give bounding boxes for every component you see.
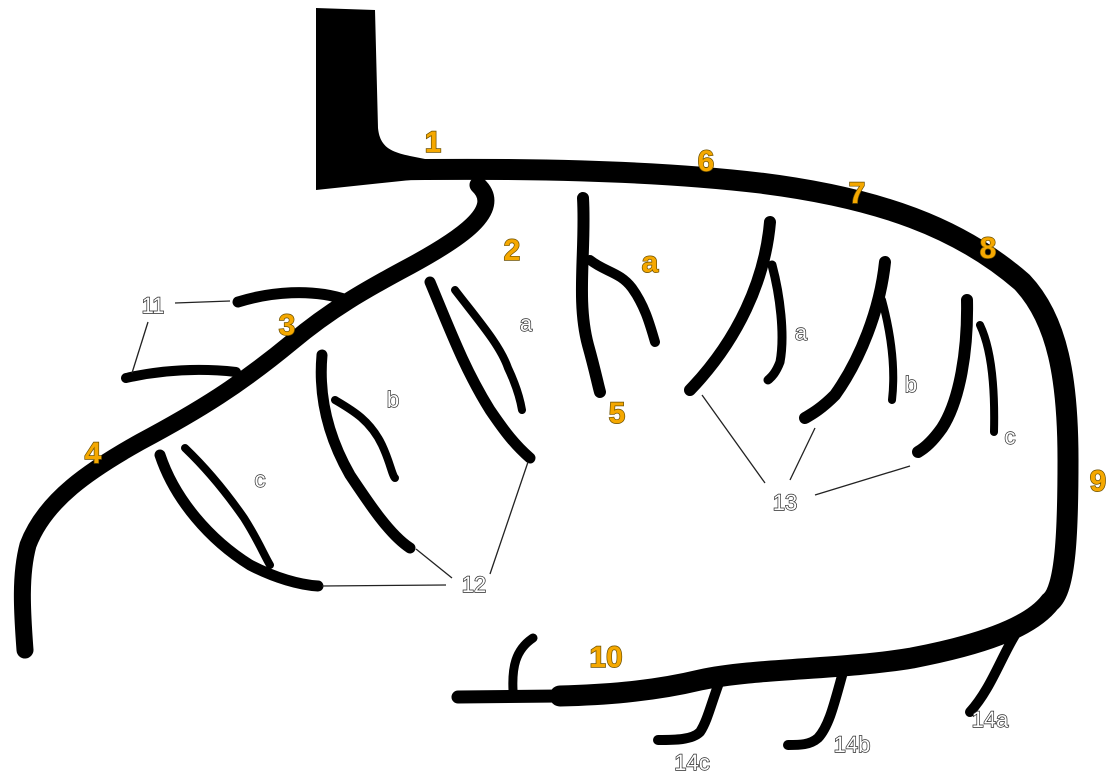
- label-4: 4: [85, 437, 102, 470]
- branch-2a-inner: [455, 290, 522, 410]
- label-5a: a: [642, 246, 659, 279]
- label-3: 3: [279, 309, 296, 342]
- label-1: 1: [425, 126, 442, 159]
- label-7a: a: [795, 320, 808, 345]
- leader-12-a: [490, 462, 528, 574]
- leader-11-upper: [175, 301, 230, 303]
- label-14c: 14c: [674, 750, 709, 775]
- main-arch-vessel: [380, 169, 1068, 696]
- branch-7b-inner: [882, 300, 893, 400]
- leader-11-lower: [132, 322, 148, 373]
- leader-13-b: [790, 428, 815, 480]
- leader-13-c: [815, 466, 910, 495]
- branch-2b-outer: [321, 355, 410, 548]
- branch-2c-outer: [160, 455, 318, 586]
- label-8: 8: [980, 232, 997, 265]
- label-13: 13: [773, 490, 797, 515]
- label-7b: b: [905, 372, 917, 397]
- branch-7c-outer: [918, 300, 967, 452]
- label-6: 6: [698, 145, 715, 178]
- distal-tail-vessel: [458, 696, 560, 697]
- branch-7a-outer: [690, 222, 770, 390]
- branch-7c-inner: [980, 325, 994, 432]
- branch-10-hook: [513, 638, 533, 690]
- branch-2-3-4-vessel: [22, 185, 486, 650]
- label-2a: a: [520, 311, 533, 336]
- label-5: 5: [609, 397, 626, 430]
- label-12: 12: [462, 572, 486, 597]
- label-7c: c: [1005, 424, 1016, 449]
- label-14b: 14b: [834, 732, 871, 757]
- label-2b: b: [387, 387, 399, 412]
- label-9: 9: [1090, 465, 1107, 498]
- label-11: 11: [142, 293, 165, 318]
- branch-11-upper: [238, 293, 347, 302]
- label-10: 10: [589, 641, 622, 674]
- branch-7a-inner: [768, 265, 782, 380]
- branch-5-vessel: [582, 198, 600, 392]
- label-14a: 14a: [972, 707, 1009, 732]
- branch-2a-outer: [430, 282, 530, 458]
- label-2c: c: [255, 467, 266, 492]
- label-7: 7: [849, 177, 866, 210]
- leader-13-a: [702, 395, 765, 483]
- leader-12-c: [322, 585, 446, 586]
- branch-11-lower: [126, 370, 236, 378]
- branch-7b-outer: [805, 262, 885, 418]
- label-2: 2: [504, 234, 521, 267]
- leader-12-b: [416, 549, 452, 578]
